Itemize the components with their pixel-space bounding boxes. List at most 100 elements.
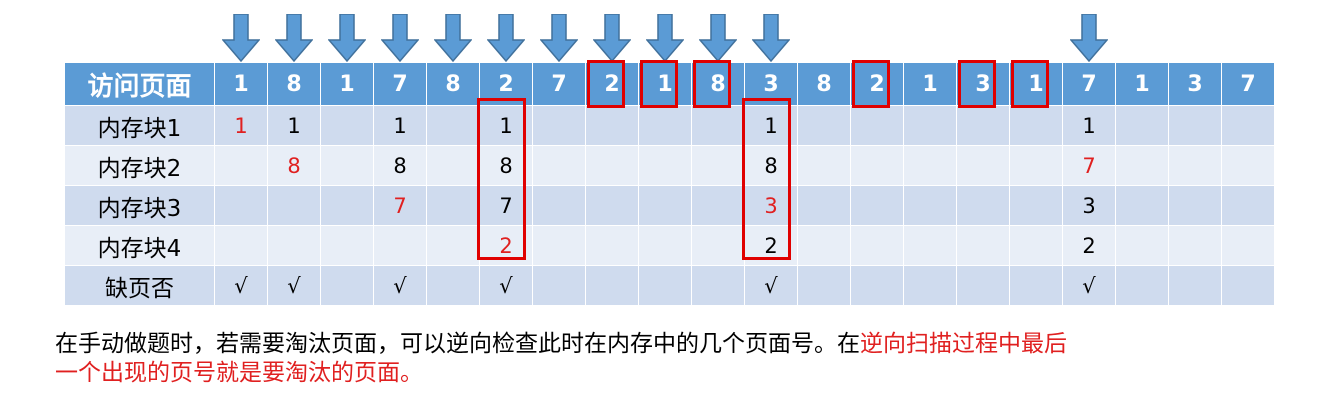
- table-cell: [214, 225, 268, 266]
- table-cell: [426, 265, 480, 306]
- table-cell: [850, 185, 904, 226]
- explanation-note: 在手动做题时，若需要淘汰页面，可以逆向检查此时在内存中的几个页面号。在逆向扫描过…: [55, 330, 1067, 388]
- table-cell: [691, 105, 745, 146]
- page-cell: 8: [797, 62, 851, 106]
- table-cell: [638, 185, 692, 226]
- table-cell: [320, 225, 374, 266]
- table-cell: [532, 225, 586, 266]
- table-cell: [903, 265, 957, 306]
- highlight-box: [852, 60, 890, 108]
- table-cell: 7: [373, 185, 427, 226]
- down-arrow-icon: [380, 13, 420, 63]
- table-cell: 3: [1062, 185, 1116, 226]
- table-cell: 7: [1062, 145, 1116, 186]
- page-cell: 3: [1168, 62, 1222, 106]
- table-cell: [797, 265, 851, 306]
- table-cell: [956, 145, 1010, 186]
- table-cell: [797, 225, 851, 266]
- row-header-access: 访问页面: [64, 62, 215, 106]
- table-cell: [638, 225, 692, 266]
- table-cell: [320, 265, 374, 306]
- table-cell: √: [744, 265, 798, 306]
- access-sequence-row: 访问页面 1 8 1 7 8 2 7 2 1 8 3 8 2 1 3 1 7 1…: [64, 62, 1275, 106]
- table-cell: [1168, 145, 1222, 186]
- table-cell: [320, 145, 374, 186]
- table-cell: [585, 265, 639, 306]
- table-cell: [691, 225, 745, 266]
- table-cell: [1221, 145, 1275, 186]
- table-cell: [1221, 105, 1275, 146]
- table-cell: √: [214, 265, 268, 306]
- table-cell: [320, 105, 374, 146]
- down-arrow-icon: [698, 13, 738, 63]
- row-label: 内存块3: [64, 185, 215, 226]
- highlight-box: [640, 60, 678, 108]
- page-replacement-table: 访问页面 1 8 1 7 8 2 7 2 1 8 3 8 2 1 3 1 7 1…: [64, 62, 1275, 306]
- page-cell: 1: [320, 62, 374, 106]
- down-arrow-icon: [274, 13, 314, 63]
- row-label: 内存块2: [64, 145, 215, 186]
- table-cell: [1168, 265, 1222, 306]
- page-cell: 1: [214, 62, 268, 106]
- table-cell: [532, 265, 586, 306]
- row-label: 缺页否: [64, 265, 215, 306]
- table-cell: [1009, 145, 1063, 186]
- table-cell: [903, 225, 957, 266]
- table-cell: [1168, 185, 1222, 226]
- table-cell: [797, 145, 851, 186]
- table-cell: [691, 265, 745, 306]
- table-cell: [373, 225, 427, 266]
- table-cell: [691, 185, 745, 226]
- note-line-1: 在手动做题时，若需要淘汰页面，可以逆向检查此时在内存中的几个页面号。在逆向扫描过…: [55, 330, 1067, 359]
- table-cell: [1009, 105, 1063, 146]
- down-arrow-icon: [221, 13, 261, 63]
- table-cell: [1115, 105, 1169, 146]
- table-cell: [1009, 185, 1063, 226]
- table-cell: [1115, 145, 1169, 186]
- table-cell: [1221, 265, 1275, 306]
- table-cell: √: [373, 265, 427, 306]
- page-cell: 7: [532, 62, 586, 106]
- page-cell: 7: [1062, 62, 1116, 106]
- table-cell: [1168, 225, 1222, 266]
- table-cell: [532, 185, 586, 226]
- table-cell: √: [479, 265, 533, 306]
- note-text-emphasis: 逆向扫描过程中最后: [860, 331, 1067, 357]
- table-cell: [532, 145, 586, 186]
- page-cell: 8: [267, 62, 321, 106]
- down-arrow-icon: [751, 13, 791, 63]
- table-cell: 1: [1062, 105, 1116, 146]
- table-cell: [585, 225, 639, 266]
- table-cell: [320, 185, 374, 226]
- page-cell: 2: [850, 62, 904, 106]
- highlight-box: [958, 60, 996, 108]
- table-cell: 1: [373, 105, 427, 146]
- highlight-box: [693, 60, 731, 108]
- row-label: 内存块1: [64, 105, 215, 146]
- page-cell: 8: [426, 62, 480, 106]
- page-cell: 1: [903, 62, 957, 106]
- down-arrow-icon: [327, 13, 367, 63]
- table-cell: [1115, 225, 1169, 266]
- down-arrow-icon: [1069, 13, 1109, 63]
- highlight-box: [587, 60, 625, 108]
- down-arrow-icon: [539, 13, 579, 63]
- table-cell: [1221, 225, 1275, 266]
- table-cell: [638, 265, 692, 306]
- table-cell: [850, 225, 904, 266]
- table-cell: [903, 105, 957, 146]
- table-cell: [267, 185, 321, 226]
- table-cell: [585, 105, 639, 146]
- table-cell: [797, 105, 851, 146]
- page-cell: 7: [373, 62, 427, 106]
- table-cell: 8: [267, 145, 321, 186]
- row-label: 内存块4: [64, 225, 215, 266]
- table-cell: [638, 145, 692, 186]
- table-cell: [956, 105, 1010, 146]
- table-cell: [214, 185, 268, 226]
